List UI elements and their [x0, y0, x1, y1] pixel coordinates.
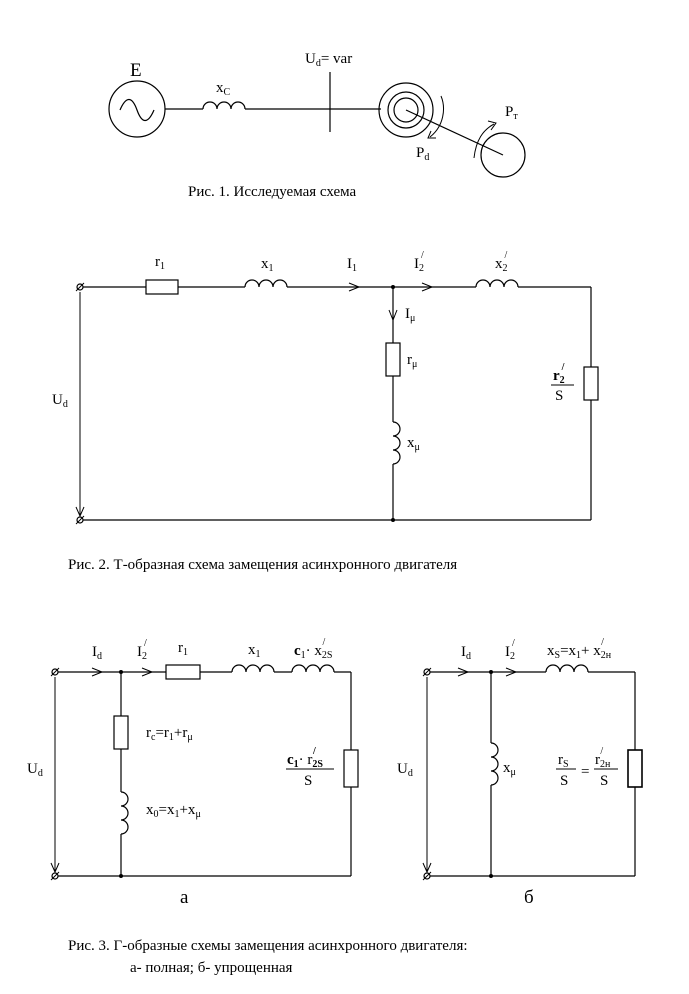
- r2n-numerator: r2н/: [595, 746, 611, 770]
- r1-resistor: [165, 664, 201, 680]
- terminal-slash: [422, 667, 432, 677]
- id-label: Id: [461, 644, 471, 662]
- x2-prime-inductor: [475, 279, 519, 288]
- line-inductor-symbol: [202, 101, 246, 110]
- x2-prime-label: x2/: [495, 250, 508, 274]
- terminal-slash: [422, 871, 432, 881]
- xc-label: xC: [216, 80, 231, 98]
- rc-label: rc=r1+rμ: [146, 725, 193, 743]
- motor-inner-circle: [393, 97, 419, 123]
- c1-x2s-inductor: [291, 664, 335, 673]
- rs-numerator: rS: [558, 752, 569, 770]
- current-arrow-icon: [388, 309, 398, 322]
- x-mu-label: xμ: [503, 760, 516, 778]
- c1-x2s-label: c1· x2S/: [294, 637, 332, 661]
- current-arrow-icon: [91, 667, 104, 677]
- pd-label: Pd: [416, 145, 429, 163]
- x1-inductor: [244, 279, 288, 288]
- rs-over-s-resistor: [627, 749, 643, 788]
- figure-3a-l-circuit-full: Ud Id I2/ r1 x1 c1· x2S/ c1· r2S/ S rc=r…: [27, 637, 359, 908]
- x-mu-label: xμ: [407, 435, 420, 453]
- terminal-slash: [50, 871, 60, 881]
- r1-label: r1: [178, 640, 188, 658]
- id-label: Id: [92, 644, 102, 662]
- motor-inner-circle: [387, 91, 425, 129]
- r2n-denominator: S: [600, 773, 608, 789]
- pt-label: Pт: [505, 104, 518, 122]
- figure-3-caption-line-1: Рис. 3. Г-образные схемы замещения асинх…: [68, 938, 468, 954]
- i1-label: I1: [347, 256, 357, 274]
- subfigure-letter-b: б: [524, 887, 534, 908]
- ud-label: Ud: [397, 761, 413, 779]
- equals-sign: =: [581, 764, 589, 780]
- load-torque-arrow: [473, 123, 495, 159]
- rc-resistor: [113, 715, 129, 750]
- x0-inductor: [120, 791, 129, 835]
- current-arrow-icon: [141, 667, 154, 677]
- figure-3b-l-circuit-simplified: Ud Id I2/ xS=x1+ x2н/ rS S = r2н/ S xμ б: [397, 637, 643, 908]
- current-arrow-icon: [457, 667, 470, 677]
- figure-2-t-circuit: Ud r1 x1 I1 I2/ x2/ r2/ S Iμ rμ xμ: [52, 250, 599, 573]
- r-mu-resistor: [385, 342, 401, 377]
- c1-r2s-over-s-resistor: [343, 749, 359, 788]
- i2-prime-label: I2/: [137, 638, 147, 662]
- current-arrow-icon: [421, 282, 434, 292]
- ud-label: Ud: [52, 392, 68, 410]
- figure-1-system: E xC Ud= var Pт Pd Рис. 1. Исследуемая с…: [108, 51, 526, 200]
- mechanism-load-circle: [480, 132, 526, 178]
- arrowhead-icon: [50, 862, 60, 874]
- i-mu-label: Iμ: [405, 306, 415, 324]
- source-label: E: [130, 60, 142, 81]
- arrowhead-icon: [75, 506, 85, 518]
- xs-label: xS=x1+ x2н/: [547, 637, 612, 661]
- r2-over-s-numerator: r2/: [553, 362, 565, 386]
- arrowhead-icon: [427, 130, 436, 139]
- i2-prime-label: I2/: [505, 638, 515, 662]
- c1-r2s-numerator: c1· r2S/: [287, 746, 323, 770]
- ud-var-label: Ud= var: [305, 51, 352, 69]
- r2-over-s-denominator: S: [555, 388, 563, 404]
- xs-inductor: [545, 664, 589, 673]
- r2-prime-over-s-resistor: [583, 366, 599, 401]
- terminal-slash: [75, 515, 85, 525]
- x-mu-inductor: [490, 742, 499, 786]
- i2-prime-label: I2/: [414, 250, 424, 274]
- r1-label: r1: [155, 254, 165, 272]
- figure-3-caption-line-2: а- полная; б- упрощенная: [130, 960, 293, 976]
- r-mu-label: rμ: [407, 352, 417, 370]
- current-arrow-icon: [505, 667, 518, 677]
- x-mu-inductor: [392, 421, 401, 465]
- x0-label: x0=x1+xμ: [146, 802, 201, 820]
- sine-wave-icon: [119, 98, 155, 122]
- x1-inductor: [231, 664, 275, 673]
- rs-denominator: S: [560, 773, 568, 789]
- terminal-slash: [50, 667, 60, 677]
- motor-torque-arrow: [429, 95, 444, 138]
- x1-label: x1: [261, 256, 274, 274]
- shaft-line: [405, 109, 504, 156]
- current-arrow-icon: [348, 282, 361, 292]
- figure-2-caption: Рис. 2. Т-образная схема замещения асинх…: [68, 557, 457, 573]
- motor-outer-circle: [378, 82, 434, 138]
- subfigure-letter-a: а: [180, 887, 189, 908]
- c1-r2s-denominator: S: [304, 773, 312, 789]
- terminal-slash: [75, 282, 85, 292]
- ud-label: Ud: [27, 761, 43, 779]
- arrowhead-icon: [487, 120, 497, 131]
- x1-label: x1: [248, 642, 261, 660]
- figure-1-caption: Рис. 1. Исследуемая схема: [188, 184, 357, 200]
- r1-resistor: [145, 279, 179, 295]
- arrowhead-icon: [422, 862, 432, 874]
